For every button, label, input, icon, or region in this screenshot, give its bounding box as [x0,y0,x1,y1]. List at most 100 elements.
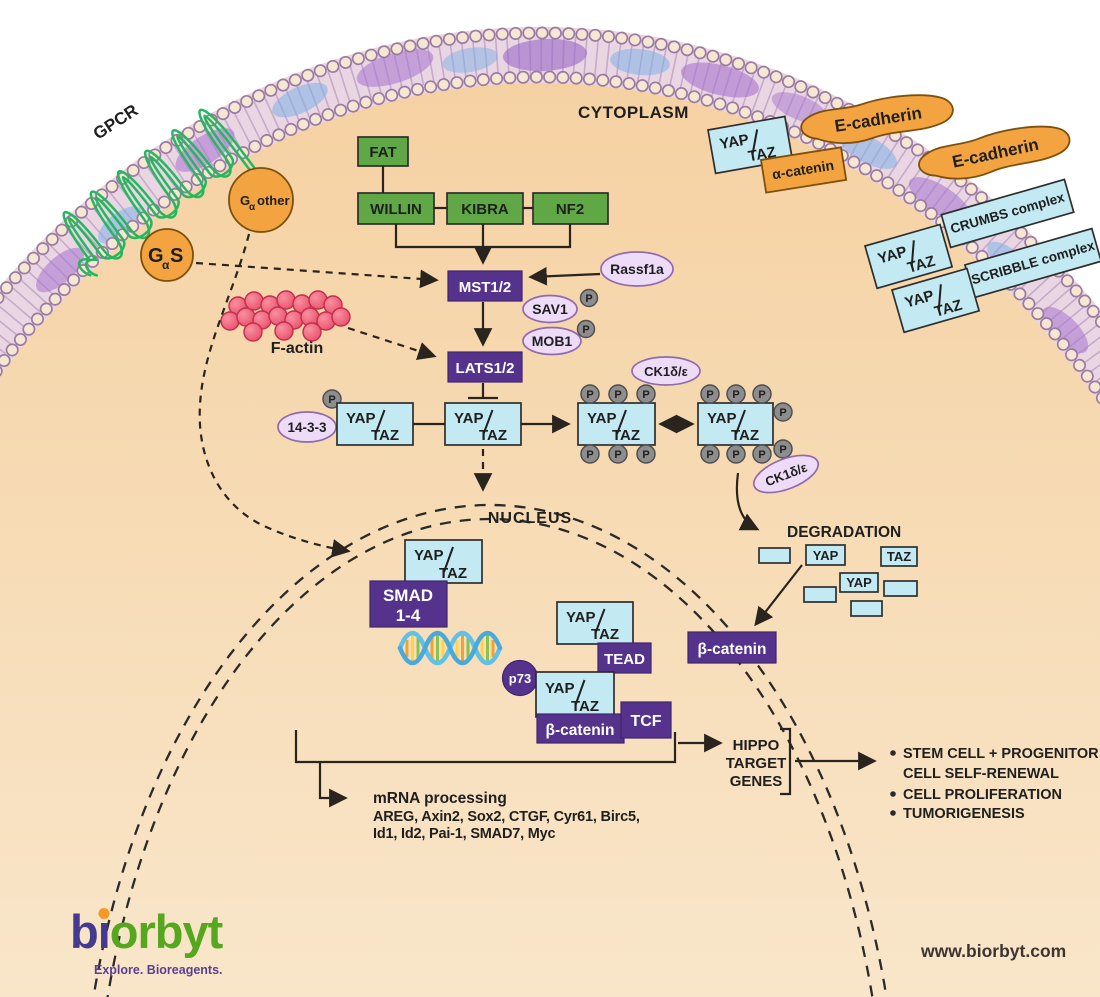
svg-text:Rassf1a: Rassf1a [610,261,664,277]
sav1-ellipse: SAV1 [522,294,578,324]
cell-membrane [0,26,1100,407]
phospho-badge: P [579,288,599,308]
mrna-processing-block: mRNA processing AREG, Axin2, Sox2, CTGF,… [373,790,640,842]
svg-text:GENES: GENES [730,773,783,790]
svg-text:FAT: FAT [369,144,396,161]
svg-text:P: P [732,449,739,461]
svg-text:P: P [706,389,713,401]
logo-letter-i: i [97,905,111,958]
svg-text:P: P [779,444,786,456]
logo-letter-b: b [70,905,99,958]
phospho-badge: P [773,402,793,422]
gpcr-label: GPCR [90,101,142,144]
svg-text:P: P [706,449,713,461]
svg-text:SMAD: SMAD [383,586,433,605]
fragment-to-bcatenin-arrow [754,564,803,627]
f-actin-filament [220,290,351,342]
svg-text:YAP: YAP [545,680,574,697]
svg-text:P: P [586,449,593,461]
phospho-badge: P [752,384,772,404]
yaptaz-box-tead-partner: YAP TAZ [556,601,634,645]
yaptaz-box-tcf-partner: YAP TAZ [535,671,615,718]
dashed-arrows [195,233,493,558]
svg-text:MST1/2: MST1/2 [459,279,512,296]
svg-text:TAZ: TAZ [591,626,619,643]
ck1-ellipse-top: CK1δ/ε [631,356,701,386]
bullet-icon [890,810,896,816]
svg-text:STEM CELL + PROGENITOR: STEM CELL + PROGENITOR [903,746,1099,762]
logo-rest: orbyt [109,905,223,958]
svg-text:TARGET: TARGET [726,755,787,772]
svg-text:P: P [582,324,589,336]
mob1-ellipse: MOB1 [522,326,582,356]
logo-i-dot-icon [98,908,110,919]
svg-text:1-4: 1-4 [396,606,421,625]
lats-inhibition-tbar [468,383,498,400]
upstream-connectors [381,166,572,265]
beta-catenin-box-complex: β-catenin [536,713,625,744]
yaptaz-box-phospho-1: YAP TAZ [577,402,656,446]
alpha-catenin-box: α-catenin [759,146,848,194]
svg-text:TEAD: TEAD [604,651,645,668]
yaptaz-box-smad-partner: YAP TAZ [404,539,483,584]
logo-tagline: Explore. Bioreagents. [94,963,223,977]
right-bracket [780,727,792,796]
svg-text:P: P [758,389,765,401]
nucleus-envelope [92,504,888,997]
yaptaz-box-sequestered: YAP TAZ [336,402,414,446]
smad14-box: SMAD 1-4 [369,580,448,628]
svg-text:TAZ: TAZ [479,427,507,444]
svg-text:TAZ: TAZ [731,427,759,444]
degradation-arrow [735,472,760,531]
svg-text:G: G [148,245,164,267]
bullet-icon [890,750,896,756]
cytoplasm-label: CYTOPLASM [578,103,689,122]
fat-box: FAT [357,136,409,167]
dna-helix [397,630,503,666]
yaptaz-box-phospho-2: YAP TAZ [697,402,774,446]
svg-text:β-catenin: β-catenin [698,641,767,658]
svg-text:α: α [162,258,170,272]
p73-circle: p73 [501,659,539,697]
svg-text:KIBRA: KIBRA [461,201,509,218]
svg-text:YAP: YAP [587,410,616,427]
phospho-badge: P [580,444,600,464]
svg-text:P: P [585,293,592,305]
svg-text:CELL PROLIFERATION: CELL PROLIFERATION [903,787,1062,803]
phospho-badge: P [636,384,656,404]
phospho-badge: P [700,384,720,404]
gene-line-bracket [294,730,723,808]
kibra-box: KIBRA [446,192,524,225]
svg-text:P: P [614,449,621,461]
phospho-badge: P [752,444,772,464]
mst12-box: MST1/2 [447,270,523,302]
svg-text:YAP: YAP [346,410,375,427]
svg-text:WILLIN: WILLIN [370,201,422,218]
svg-text:P: P [614,389,621,401]
svg-text:P: P [779,407,786,419]
phospho-badge: P [773,439,793,459]
phospho-badge: P [576,319,596,339]
svg-text:β-catenin: β-catenin [546,722,615,739]
svg-text:CELL SELF-RENEWAL: CELL SELF-RENEWAL [903,766,1059,782]
willin-box: WILLIN [357,192,435,225]
svg-text:AREG, Axin2, Sox2, CTGF, Cyr61: AREG, Axin2, Sox2, CTGF, Cyr61, Birc5, [373,809,640,825]
tcf-box: TCF [620,701,672,739]
phospho-badge: P [726,444,746,464]
phospho-badge: P [580,384,600,404]
svg-text:14-3-3: 14-3-3 [287,420,327,435]
svg-text:YAP: YAP [718,131,750,153]
svg-text:LATS1/2: LATS1/2 [456,360,515,377]
g-alpha-other: G α other [228,167,294,233]
svg-text:P: P [642,449,649,461]
g-alpha-s: G α S [140,228,194,282]
lats12-box: LATS1/2 [447,351,523,383]
svg-text:p73: p73 [509,671,531,686]
svg-text:YAP: YAP [414,547,443,564]
svg-text:TAZ: TAZ [371,427,399,444]
phospho-badge: P [608,384,628,404]
website-url: www.biorbyt.com [921,941,1067,961]
